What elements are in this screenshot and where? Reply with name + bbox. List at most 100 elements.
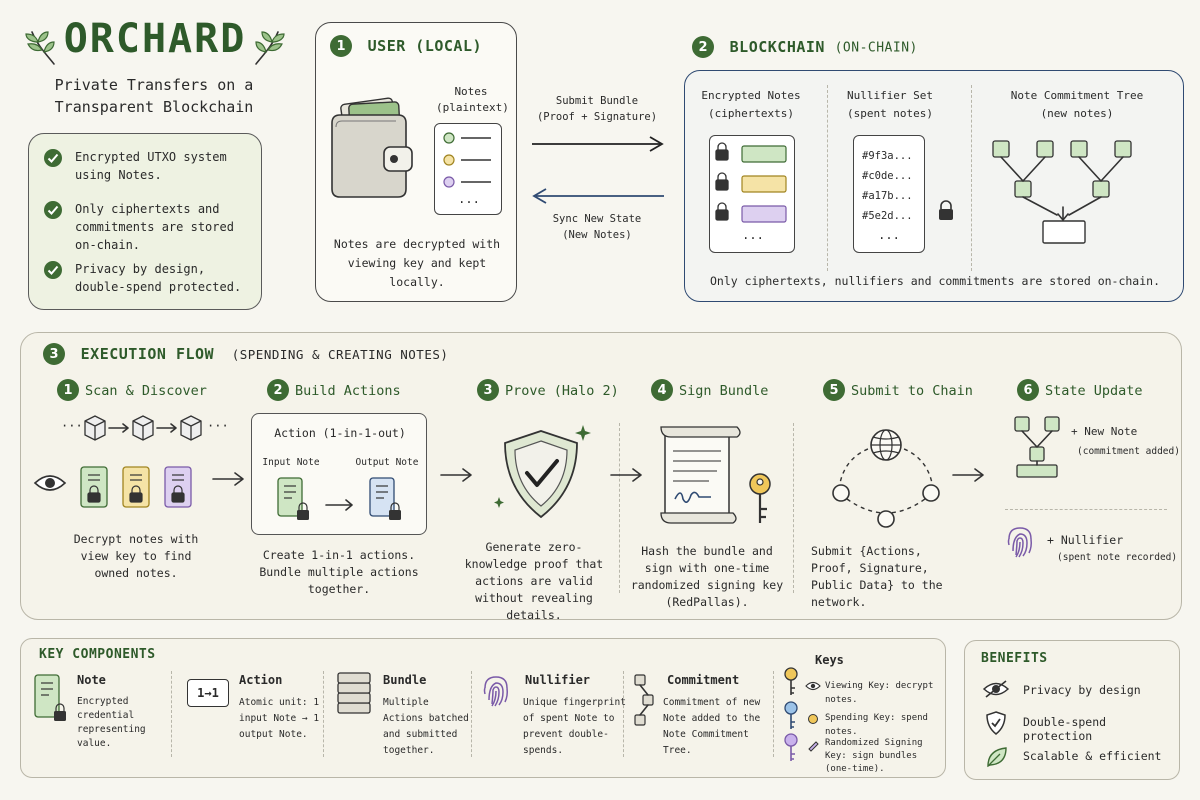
arrow-right-icon bbox=[212, 472, 244, 486]
component-name: Nullifier bbox=[525, 673, 591, 687]
key-desc: Viewing Key: decrypt notes. bbox=[825, 681, 934, 705]
component-name: Note bbox=[77, 673, 106, 687]
benefit-text: Privacy by design bbox=[1023, 683, 1141, 697]
component-desc: Commitment of new Note added to the Note… bbox=[663, 697, 761, 756]
nullifier-hash: #c0de... bbox=[862, 170, 913, 182]
eye-icon bbox=[33, 475, 67, 491]
component-desc: Multiple Actions batched and submitted t… bbox=[383, 697, 469, 756]
spending-icon bbox=[808, 714, 818, 724]
enc-notes-sublabel: (ciphertexts) bbox=[707, 107, 795, 120]
arrow-right-icon bbox=[952, 468, 984, 482]
shield-check-icon bbox=[494, 425, 591, 519]
action-box: Action (1-in-1-out) Input Note Output No… bbox=[251, 413, 427, 535]
flow-label: EXECUTION FLOW bbox=[80, 344, 215, 363]
step-badge: 1 bbox=[330, 35, 352, 57]
leaf-left-icon bbox=[25, 31, 55, 65]
eye-icon bbox=[805, 681, 821, 691]
viewing-key-icon bbox=[784, 667, 798, 695]
execution-flow-panel: 3 EXECUTION FLOW (SPENDING & CREATING NO… bbox=[20, 332, 1182, 622]
key-components-panel: KEY COMPONENTS Note Encrypted credential… bbox=[20, 638, 946, 778]
nullifier-hash: #a17b... bbox=[862, 190, 913, 202]
wallet-icon bbox=[331, 97, 413, 198]
subtitle-line-2: Transparent Blockchain bbox=[54, 98, 254, 116]
step-description: Create 1-in-1 actions. Bundle multiple a… bbox=[259, 548, 419, 596]
flow-header: 3 EXECUTION FLOW (SPENDING & CREATING NO… bbox=[43, 343, 448, 365]
arrow-right-icon bbox=[440, 468, 472, 482]
notes-card: ... bbox=[434, 123, 502, 215]
encrypted-notes-icon bbox=[715, 142, 787, 223]
action-title: Action (1-in-1-out) bbox=[274, 426, 406, 440]
fingerprint-icon bbox=[483, 676, 508, 707]
action-icon: 1→1 bbox=[187, 679, 229, 707]
component-desc: Encrypted credential representing value. bbox=[77, 696, 146, 749]
keys-label: Keys bbox=[815, 653, 844, 667]
output-note-label: Output Note bbox=[355, 457, 419, 468]
sync-sublabel: (New Notes) bbox=[562, 229, 632, 241]
benefits-label: BENEFITS bbox=[981, 651, 1048, 666]
enc-ellipsis: ... bbox=[742, 228, 764, 242]
step-title: Build Actions bbox=[295, 382, 401, 399]
divider bbox=[827, 85, 828, 271]
feature-text: Only ciphertexts and commitments are sto… bbox=[75, 202, 234, 252]
encrypted-notes-icon bbox=[80, 466, 192, 508]
check-circle-icon bbox=[44, 201, 62, 219]
new-note-label: + New Note bbox=[1071, 425, 1138, 438]
shield-check-icon bbox=[986, 711, 1006, 735]
divider bbox=[1005, 509, 1167, 510]
check-circle-icon bbox=[44, 149, 62, 167]
flow-label-paren: (SPENDING & CREATING NOTES) bbox=[231, 346, 449, 362]
nullifier-set-label: Nullifier Set bbox=[846, 89, 934, 102]
divider bbox=[971, 85, 972, 271]
nullifier-sublabel: (spent note recorded) bbox=[1057, 552, 1178, 563]
lock-icon bbox=[939, 200, 953, 220]
key-icon bbox=[749, 473, 771, 523]
step-badge: 3 bbox=[43, 343, 65, 365]
component-name: Action bbox=[239, 673, 283, 687]
key-desc: Randomized Signing Key: sign bundles (on… bbox=[825, 738, 923, 774]
blockchain-panel: Encrypted Notes (ciphertexts) ... Nullif… bbox=[684, 70, 1184, 302]
scroll-document-icon bbox=[660, 426, 741, 524]
enc-notes-card: ... bbox=[709, 135, 795, 253]
step-description: Generate zero-knowledge proof that actio… bbox=[464, 540, 604, 622]
tree-sublabel: (new notes) bbox=[1040, 107, 1114, 120]
submit-sublabel: (Proof + Signature) bbox=[536, 111, 658, 123]
feature-text: Encrypted UTXO system using Notes. bbox=[75, 150, 227, 182]
subtitle-line-1: Private Transfers on a bbox=[54, 76, 254, 94]
benefits-panel: BENEFITS Privacy by design Double-spend … bbox=[964, 640, 1180, 780]
divider bbox=[793, 423, 794, 593]
user-local-panel: 1 USER (LOCAL) Notes (plaintext) ... Not… bbox=[315, 22, 517, 302]
step-title: Submit to Chain bbox=[851, 382, 973, 399]
step-description: Decrypt notes with view key to find owne… bbox=[73, 532, 199, 580]
arrow-right-icon bbox=[532, 136, 664, 152]
new-note-sublabel: (commitment added) bbox=[1077, 446, 1180, 457]
chain-dots-right: ··· bbox=[207, 419, 229, 433]
submit-label: Submit Bundle bbox=[555, 95, 639, 107]
spending-key-icon bbox=[784, 701, 798, 729]
arrow-right-icon bbox=[610, 468, 642, 482]
component-desc: Atomic unit: 1 input Note → 1 output Not… bbox=[239, 697, 320, 740]
chain-caption: Only ciphertexts, nullifiers and commitm… bbox=[709, 274, 1161, 288]
tree-update-icon bbox=[1014, 416, 1060, 478]
note-icon bbox=[34, 674, 66, 721]
pen-icon bbox=[808, 741, 819, 752]
divider bbox=[623, 671, 624, 757]
step-title: Sign Bundle bbox=[679, 382, 769, 399]
chain-dots-left: ··· bbox=[61, 419, 83, 433]
signing-key-icon bbox=[784, 733, 798, 761]
component-desc: Unique fingerprint of spent Note to prev… bbox=[523, 697, 626, 756]
blockchain-label: BLOCKCHAIN bbox=[729, 37, 825, 56]
merkle-tree-icon bbox=[992, 140, 1132, 244]
fingerprint-icon bbox=[1007, 527, 1032, 558]
title-block: ORCHARD Private Transfers on a Transpare… bbox=[20, 14, 288, 124]
tree-label: Note Commitment Tree bbox=[1010, 89, 1144, 102]
leaf-icon bbox=[987, 747, 1007, 768]
enc-notes-label: Encrypted Notes bbox=[701, 89, 801, 102]
benefit-text: Double-spend protection bbox=[1023, 715, 1107, 743]
app-title: ORCHARD bbox=[63, 16, 247, 62]
blocks-chain-icon bbox=[84, 415, 202, 441]
